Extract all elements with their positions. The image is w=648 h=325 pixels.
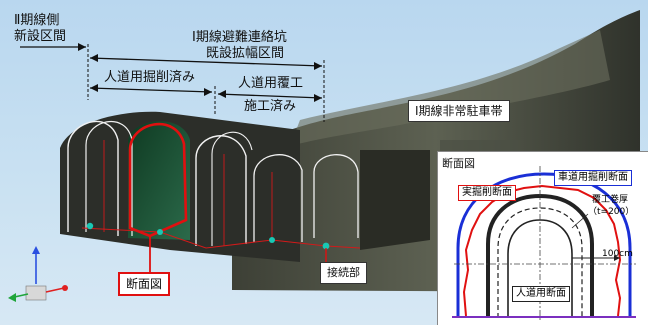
- inset-walkway-section-label: 人道用断面: [512, 286, 570, 302]
- label-junction: 接続部: [320, 262, 367, 284]
- inset-cross-section-panel: 断面図 実掘削断面 車道用掘削断面 覆工巻厚 （t=200） 100cm 人道用…: [437, 151, 648, 325]
- inset-actual-excavation-label: 実掘削断面: [458, 185, 516, 201]
- label-phase2-line: Ⅱ期線側: [14, 13, 60, 28]
- shell-upper-band: [290, 30, 610, 146]
- arch-outline-4: [211, 131, 253, 246]
- label-evac-tunnel: Ⅰ期線避難連絡坑: [192, 30, 287, 45]
- inset-graphic: [452, 166, 636, 320]
- arrowhead: [204, 88, 212, 96]
- arrowhead: [218, 90, 226, 98]
- arrowhead: [90, 54, 98, 62]
- inset-dimension-label: 100cm: [602, 249, 633, 259]
- label-new-section: 新設区間: [14, 29, 67, 44]
- arch-outline-6: [313, 154, 359, 238]
- dim-line-excavated: [89, 87, 213, 93]
- label-emergency-parking: Ⅰ期線非常駐車帯: [408, 100, 510, 122]
- label-walkway-excavated: 人道用掘削済み: [104, 70, 196, 85]
- arrowhead: [78, 43, 86, 51]
- dim-line-phase1: [89, 57, 323, 67]
- node: [322, 242, 330, 250]
- arrowhead: [90, 84, 98, 92]
- actual-excavation-outline: [462, 184, 622, 317]
- arch-outline-3: [195, 135, 247, 246]
- node: [157, 229, 163, 235]
- highlighted-cross-section: [128, 122, 188, 238]
- arch-outline-1: [67, 120, 119, 236]
- axis-gizmo-icon: [8, 246, 68, 302]
- vehicle-excavation-outline: [456, 172, 632, 318]
- label-widening-section: 既設拡幅区間: [206, 46, 285, 61]
- parking-bay-recess: [360, 150, 430, 250]
- dim-line-lining: [217, 93, 323, 99]
- lining-pointer: [571, 213, 589, 229]
- label-walkway-lining: 人道用覆工: [238, 76, 304, 91]
- label-lining-done: 施工済み: [244, 99, 297, 114]
- node: [86, 222, 94, 230]
- inset-title: 断面図: [442, 157, 475, 170]
- arrowhead: [314, 94, 322, 102]
- inset-vehicle-excavation-label: 車道用掘削断面: [554, 170, 632, 186]
- node: [269, 237, 275, 243]
- walkway-tunnel-interior: [128, 121, 190, 240]
- callout-cross-section: 断面図: [118, 272, 171, 296]
- walkway-inner-dashed: [497, 207, 583, 318]
- arch-outline-5: [253, 154, 303, 242]
- inset-lining-thickness-value: （t=200）: [588, 207, 635, 217]
- arrowhead: [314, 62, 322, 70]
- centerline: [81, 227, 361, 249]
- inset-lining-thickness-label: 覆工巻厚: [592, 195, 629, 205]
- arch-outline-2: [85, 121, 133, 236]
